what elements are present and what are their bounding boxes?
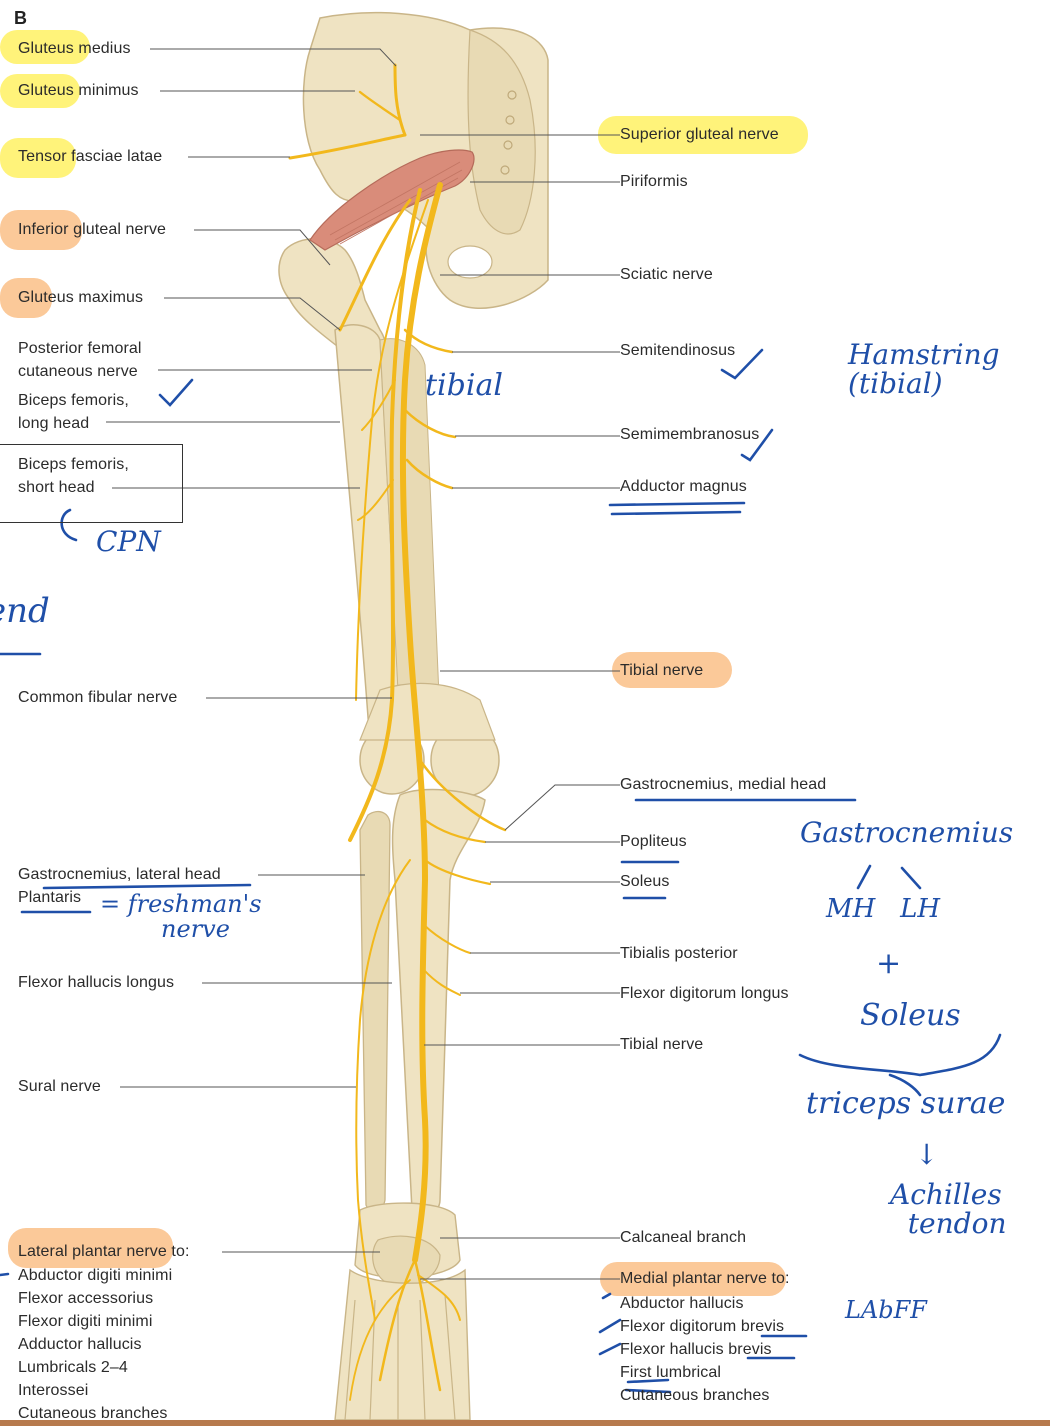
label-calcaneal-branch: Calcaneal branch bbox=[620, 1228, 746, 1248]
label-gluteus-maximus: Gluteus maximus bbox=[18, 288, 143, 308]
label-semimembranosus: Semimembranosus bbox=[620, 425, 759, 445]
note-soleus: Soleus bbox=[860, 1000, 961, 1032]
note-cpn: CPN bbox=[96, 527, 161, 556]
note-achilles-tendon: Achilles tendon bbox=[890, 1180, 1006, 1239]
label-semitendinosus: Semitendinosus bbox=[620, 341, 735, 361]
tibia bbox=[393, 790, 485, 1216]
label-sural-nerve: Sural nerve bbox=[18, 1077, 101, 1097]
label-gastrocnemius-medial-head: Gastrocnemius, medial head bbox=[620, 775, 826, 795]
label-gluteus-minimus: Gluteus minimus bbox=[18, 81, 139, 101]
label-inferior-gluteal-nerve: Inferior gluteal nerve bbox=[18, 220, 166, 240]
mark-lateral-plantar bbox=[0, 1274, 8, 1275]
gastroc-split-left bbox=[858, 866, 870, 888]
label-common-fibular-nerve: Common fibular nerve bbox=[18, 688, 177, 708]
list-lateral-plantar-targets: Abductor digiti minimi Flexor accessoriu… bbox=[18, 1264, 172, 1425]
note-mh-lh: MH LH bbox=[826, 896, 940, 923]
note-hamstring: Hamstring (tibial) bbox=[848, 340, 1000, 399]
note-arrow-down: ↓ bbox=[915, 1140, 938, 1169]
label-sciatic-nerve: Sciatic nerve bbox=[620, 265, 713, 285]
note-labff: LAbFF bbox=[845, 1298, 927, 1323]
label-flexor-digitorum-longus: Flexor digitorum longus bbox=[620, 984, 789, 1004]
underline-adductor-magnus bbox=[610, 503, 744, 505]
label-gluteus-medius: Gluteus medius bbox=[18, 39, 131, 59]
label-plantaris: Plantaris bbox=[18, 888, 81, 908]
note-plus: + bbox=[876, 948, 901, 980]
note-gastrocnemius: Gastrocnemius bbox=[800, 818, 1013, 847]
brace-soleus bbox=[800, 1035, 1000, 1075]
note-freshmans-nerve: = freshman's nerve bbox=[100, 892, 262, 942]
label-biceps-femoris-short-head: Biceps femoris, short head bbox=[18, 453, 129, 499]
label-tibialis-posterior: Tibialis posterior bbox=[620, 944, 738, 964]
label-tibial-nerve-lower: Tibial nerve bbox=[620, 1035, 703, 1055]
fibula bbox=[360, 812, 390, 1212]
label-soleus: Soleus bbox=[620, 872, 670, 892]
mark-abductor-hallucis bbox=[603, 1294, 610, 1298]
label-medial-plantar-nerve: Medial plantar nerve to: bbox=[620, 1269, 790, 1289]
label-popliteus: Popliteus bbox=[620, 832, 687, 852]
label-biceps-femoris-long-head: Biceps femoris, long head bbox=[18, 389, 129, 435]
list-medial-plantar-targets: Abductor hallucis Flexor digitorum brevi… bbox=[620, 1292, 784, 1407]
label-gastrocnemius-lateral-head: Gastrocnemius, lateral head bbox=[18, 865, 221, 885]
label-superior-gluteal-nerve: Superior gluteal nerve bbox=[620, 125, 779, 145]
label-tibial-nerve-upper: Tibial nerve bbox=[620, 661, 703, 681]
femur-distal bbox=[360, 683, 495, 740]
label-adductor-magnus: Adductor magnus bbox=[620, 477, 747, 497]
label-piriformis: Piriformis bbox=[620, 172, 688, 192]
note-end: end bbox=[0, 594, 50, 630]
gastroc-split-right bbox=[902, 868, 920, 888]
panel-letter: B bbox=[14, 8, 27, 29]
check-biceps-long bbox=[160, 380, 192, 405]
check-flexor-hallucis-brevis bbox=[600, 1344, 620, 1354]
label-flexor-hallucis-longus: Flexor hallucis longus bbox=[18, 973, 174, 993]
label-lateral-plantar-nerve: Lateral plantar nerve to: bbox=[18, 1242, 190, 1262]
note-tibial: tibial bbox=[425, 370, 503, 402]
note-triceps-surae: triceps surae bbox=[806, 1088, 1005, 1120]
label-tensor-fasciae-latae: Tensor fasciae latae bbox=[18, 147, 162, 167]
label-posterior-femoral-cutaneous-nerve: Posterior femoral cutaneous nerve bbox=[18, 337, 142, 383]
obturator-foramen bbox=[448, 246, 492, 278]
check-flexor-dig-brevis bbox=[600, 1320, 620, 1332]
bottom-border bbox=[0, 1420, 1050, 1426]
